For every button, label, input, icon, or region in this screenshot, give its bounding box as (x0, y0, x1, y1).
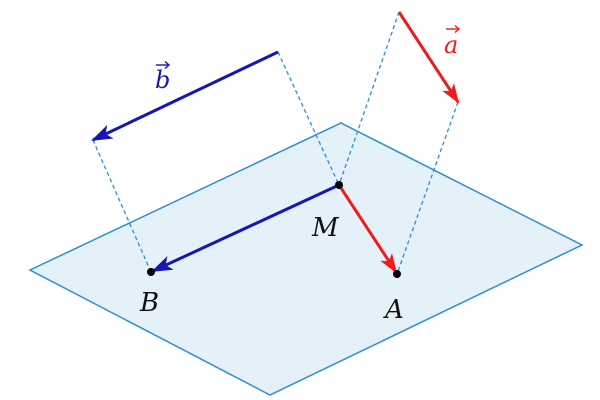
label-vector-b: b (155, 66, 170, 94)
point-B (147, 268, 155, 276)
projection-lines (92, 11, 459, 275)
vector-b-projected (151, 183, 340, 273)
vector-a-free (397, 11, 460, 104)
label-vector-a: a (444, 31, 458, 59)
plane (28, 122, 584, 396)
label-M: M (311, 213, 340, 243)
dashed-a-tail-to-M (338, 11, 400, 186)
vector-b-arrow-icon (156, 60, 171, 70)
dashed-b-head-to-B (92, 139, 152, 273)
label-A: A (383, 295, 404, 325)
point-A (393, 270, 401, 278)
vector-a-label: a (444, 24, 461, 59)
vector-a-projected (337, 184, 398, 274)
vector-b-label: b (155, 60, 171, 94)
vector-a-arrow-icon (446, 24, 461, 34)
label-B: B (139, 288, 159, 318)
vector-b-free (91, 50, 279, 142)
point-M (335, 181, 343, 189)
dashed-b-tail-to-M (277, 51, 340, 186)
dashed-a-head-to-A (396, 101, 459, 275)
